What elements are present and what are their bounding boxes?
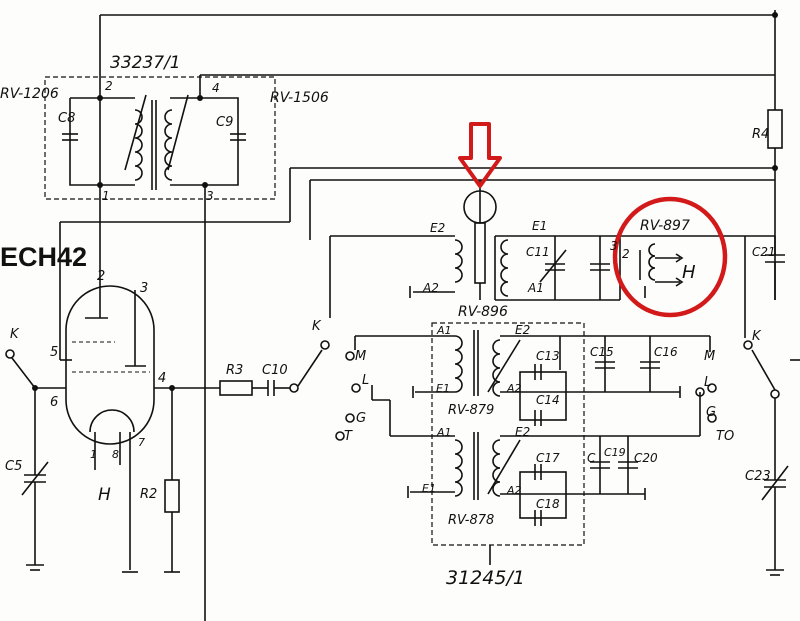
label-e1-879: E1 xyxy=(436,382,450,395)
label-pin2: 2 xyxy=(97,269,105,284)
tube-ech42 xyxy=(59,185,220,573)
label-pin4-top: 4 xyxy=(212,81,220,95)
label-a1-878: A1 xyxy=(436,426,452,439)
label-c17: C17 xyxy=(536,451,560,465)
label-a-879: A1 xyxy=(436,324,452,337)
label-c10: C10 xyxy=(262,363,288,378)
label-h-tube: H xyxy=(98,485,111,505)
label-a1-top: A1 xyxy=(527,281,544,295)
label-c14: C14 xyxy=(536,393,560,407)
label-to-right: TO xyxy=(716,429,734,444)
label-l-left: L xyxy=(362,373,369,388)
label-pin1-top: 1 xyxy=(102,189,110,203)
label-e2-top: E2 xyxy=(430,221,445,235)
label-h-rv897: H xyxy=(682,262,696,283)
block-33237 xyxy=(44,75,276,621)
label-pin3-top: 3 xyxy=(206,189,214,203)
red-circle-annotation xyxy=(612,196,728,318)
label-k-left: K xyxy=(10,327,20,342)
label-pin4: 4 xyxy=(158,371,166,386)
label-rv1206: RV-1206 xyxy=(0,86,59,102)
label-t-left: T xyxy=(344,429,353,444)
label-c15: C15 xyxy=(590,345,614,359)
label-c20: C20 xyxy=(634,451,658,465)
label-c18: C18 xyxy=(536,497,560,511)
label-rv878: RV-878 xyxy=(448,513,494,528)
block-31245 xyxy=(335,322,717,565)
label-c19: C19 xyxy=(604,446,626,459)
label-pin2-top: 2 xyxy=(105,79,113,93)
label-block-top: 33237/1 xyxy=(110,53,181,73)
label-e2-879: E2 xyxy=(515,323,530,337)
label-pin2-rv: 2 xyxy=(622,247,630,261)
label-r2: R2 xyxy=(140,487,157,502)
label-a2-top: A2 xyxy=(422,281,439,295)
label-k-right: K xyxy=(752,329,762,344)
label-c8: C8 xyxy=(58,111,75,126)
label-c23: C23 xyxy=(745,469,771,484)
label-pin8: 8 xyxy=(112,448,119,461)
label-pin7: 7 xyxy=(138,436,145,449)
label-g-left: G xyxy=(356,411,366,426)
rv897-coil xyxy=(639,243,684,298)
label-pin1: 1 xyxy=(90,448,97,461)
red-arrow-annotation xyxy=(458,122,502,188)
label-c21: C21 xyxy=(752,245,776,259)
label-k-mid: K xyxy=(312,319,322,334)
label-c-plain: C xyxy=(587,451,596,465)
label-e1-878: E1 xyxy=(422,482,436,495)
label-g-right: G xyxy=(706,405,716,420)
label-pin5: 5 xyxy=(50,345,58,360)
label-rv1506: RV-1506 xyxy=(270,90,329,106)
label-c9: C9 xyxy=(216,115,233,130)
label-pin3: 3 xyxy=(140,281,148,296)
label-tube: ECH42 xyxy=(0,242,87,272)
label-r4: R4 xyxy=(752,127,769,142)
label-l-right: L xyxy=(704,375,711,390)
label-m-left: M xyxy=(355,349,366,364)
label-e2-878: E2 xyxy=(515,425,530,439)
label-rv896: RV-896 xyxy=(458,304,508,320)
pilot-lamp xyxy=(463,180,497,300)
label-e1-top: E1 xyxy=(532,219,547,233)
label-pin3-rv: 3 xyxy=(610,239,618,253)
label-rv879: RV-879 xyxy=(448,403,494,418)
label-a2-878: A2 xyxy=(506,484,522,497)
label-rv897: RV-897 xyxy=(640,218,690,234)
label-c16: C16 xyxy=(654,345,678,359)
label-r3: R3 xyxy=(226,363,243,378)
label-pin6: 6 xyxy=(50,395,58,410)
label-c13: C13 xyxy=(536,349,560,363)
label-a2-879: A2 xyxy=(506,382,522,395)
label-c11: C11 xyxy=(526,245,550,259)
label-block-bottom: 31245/1 xyxy=(446,567,525,589)
label-m-right: M xyxy=(704,349,715,364)
label-c5: C5 xyxy=(5,459,22,474)
